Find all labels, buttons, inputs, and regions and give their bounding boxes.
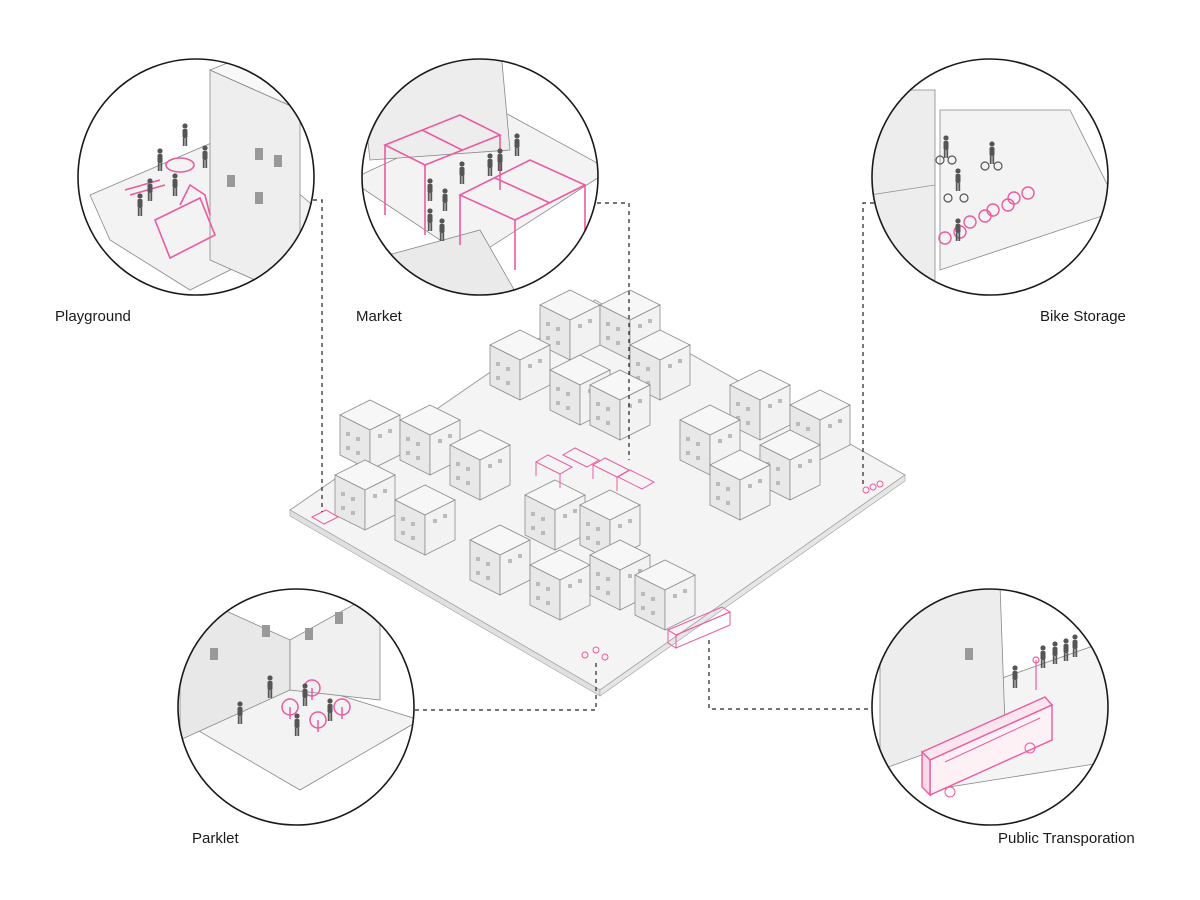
label-public-transporation: Public Transporation	[998, 830, 1135, 847]
label-market: Market	[356, 308, 402, 325]
label-playground: Playground	[55, 308, 131, 325]
callout-bike	[871, 58, 1109, 296]
label-parklet: Parklet	[192, 830, 239, 847]
bus-mini	[666, 606, 732, 649]
market-stalls	[383, 114, 587, 270]
leader-market	[597, 202, 630, 460]
bus	[920, 696, 1054, 798]
leader-bike	[862, 202, 874, 485]
leader-transport	[708, 640, 873, 710]
market-stalls-mini	[534, 447, 656, 491]
parklet-mini	[581, 646, 609, 661]
leader-playground	[313, 199, 323, 512]
cyclists	[935, 135, 1003, 241]
callout-parklet	[177, 588, 415, 826]
parklet-tables	[281, 679, 351, 732]
central-block	[289, 289, 906, 697]
leader-lines	[313, 199, 874, 711]
label-bike-storage: Bike Storage	[1040, 308, 1126, 325]
callout-transport	[871, 588, 1109, 826]
bike-racks-mini	[862, 480, 884, 494]
callout-playground	[77, 58, 315, 296]
callout-market	[361, 58, 599, 296]
playground-mini	[310, 509, 340, 525]
